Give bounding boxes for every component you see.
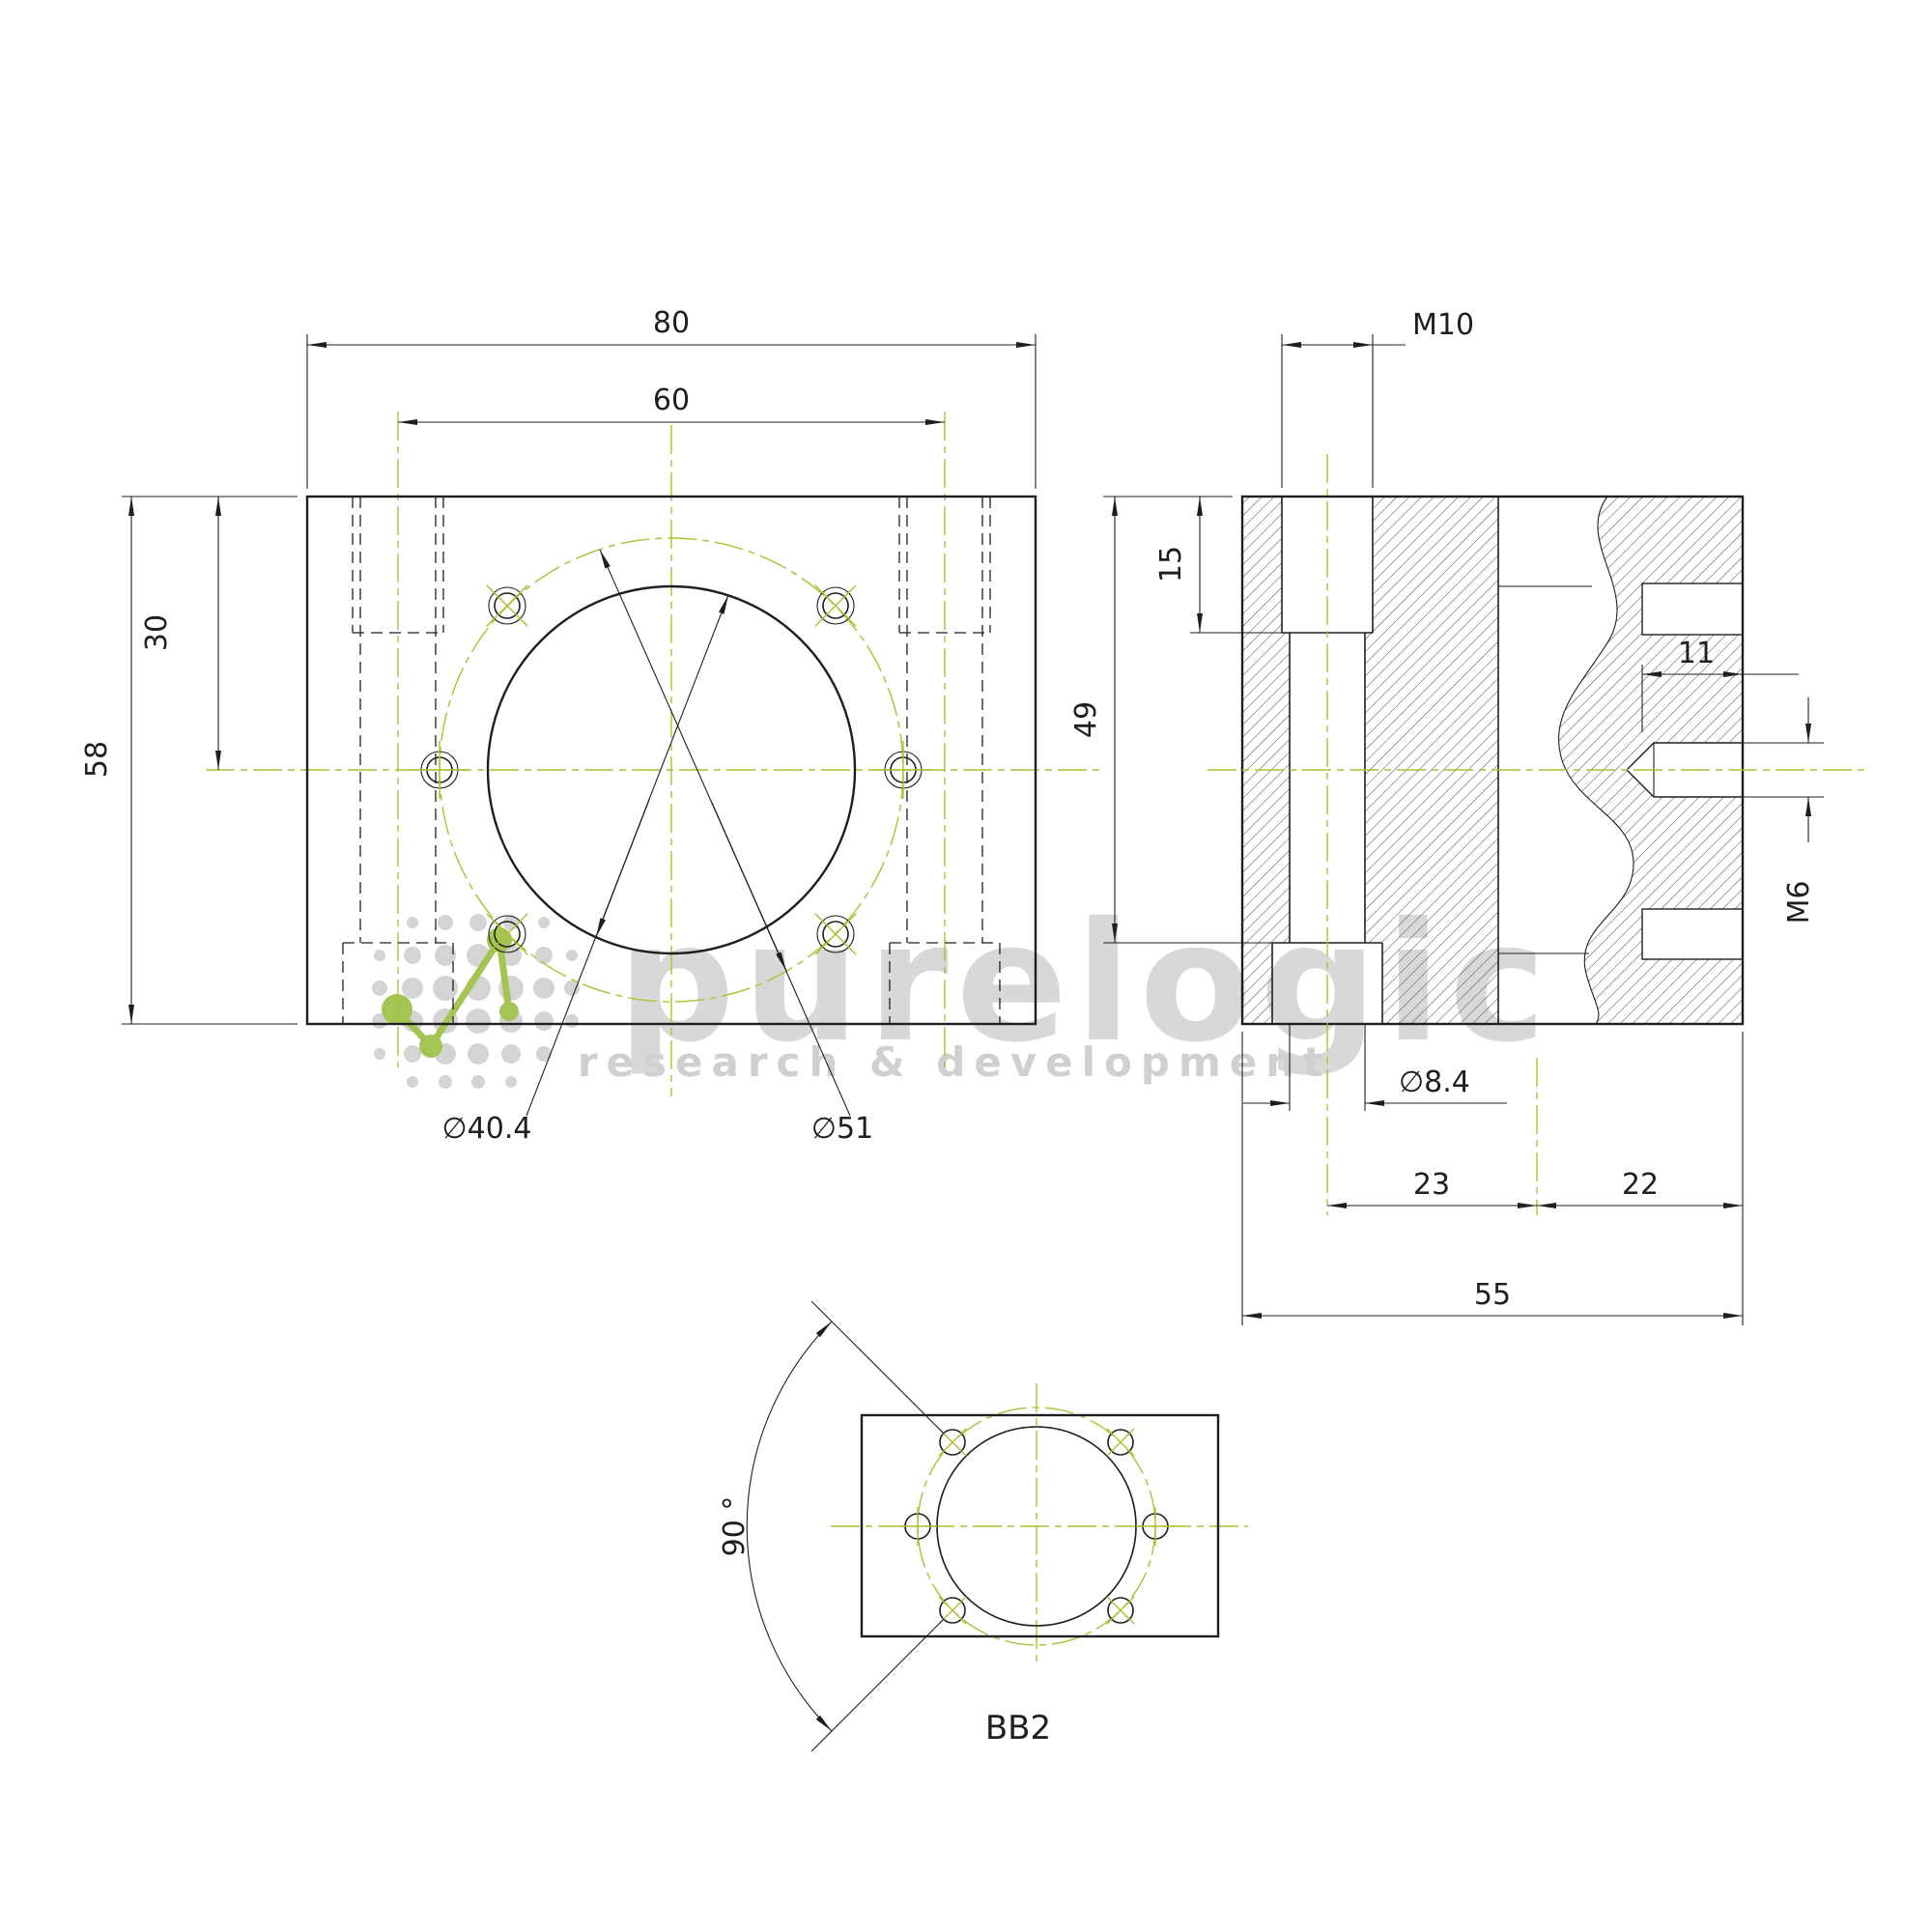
dim-bolt-spacing: 60 <box>398 384 945 425</box>
dim-m6-label: M6 <box>1782 881 1816 924</box>
dim-overall-height: 58 <box>80 496 298 1025</box>
front-bolt-holes <box>411 584 932 955</box>
break-wavy-line <box>1557 496 1634 1025</box>
side-centerlines <box>1208 454 1864 1215</box>
dim-total-depth-55: 55 <box>1241 1032 1743 1325</box>
dim-bolt-circle-diameter: ∅51 <box>599 549 873 1146</box>
dim-23-label: 23 <box>1413 1168 1450 1202</box>
dim-8-4-label: ∅8.4 <box>1399 1065 1470 1099</box>
dim-height-label: 58 <box>80 741 114 778</box>
bottom-view: 90 ° BB2 <box>718 1300 1248 1752</box>
dim-height-49: 49 <box>1069 496 1272 944</box>
dim-right-offset-22: 22 <box>1537 1032 1744 1325</box>
dim-bolt-circle-label: ∅51 <box>811 1112 873 1146</box>
front-hidden-features <box>342 497 1001 1024</box>
dim-overall-width: 80 <box>306 306 1037 489</box>
dim-55-label: 55 <box>1474 1278 1511 1312</box>
dim-side-hole-depth: 11 <box>1641 637 1799 732</box>
dim-15-label: 15 <box>1154 546 1188 582</box>
dim-through-hole: ∅8.4 <box>1243 1024 1507 1111</box>
dim-center-offset: 30 <box>140 497 221 770</box>
dim-bolt-spacing-label: 60 <box>653 384 690 417</box>
dim-22-label: 22 <box>1622 1168 1659 1202</box>
dim-bore-diameter: ∅40.4 <box>442 594 729 1146</box>
front-bore-circle <box>486 584 857 955</box>
dim-center-offset-label: 30 <box>140 614 174 651</box>
dim-thread-depth: 15 <box>1154 497 1282 634</box>
dim-m10-label: M10 <box>1412 308 1474 342</box>
dim-top-thread: M10 <box>1281 308 1474 488</box>
part-label: BB2 <box>985 1709 1051 1747</box>
dim-49-label: 49 <box>1069 701 1103 738</box>
bottom-body-outline <box>860 1413 1220 1638</box>
front-body-outline <box>305 495 1037 1026</box>
halftone-logo <box>372 914 580 1089</box>
side-view: M10 15 49 11 M6 <box>1069 308 1864 1325</box>
bottom-centerlines <box>831 1383 1248 1667</box>
watermark-tagline: research & development <box>578 1038 1331 1086</box>
dim-side-thread: M6 <box>1743 697 1824 923</box>
dim-hole-offset-23: 23 <box>1327 1168 1537 1208</box>
front-view: 80 60 58 30 ∅40.4 ∅51 <box>80 306 1101 1146</box>
dim-11-label: 11 <box>1678 637 1715 670</box>
dim-bore-label: ∅40.4 <box>442 1112 532 1146</box>
dim-width-label: 80 <box>653 306 690 340</box>
side-body-outline <box>1240 495 1745 1026</box>
dim-90deg-label: 90 ° <box>718 1496 752 1557</box>
dim-hole-angle: 90 ° <box>718 1300 945 1752</box>
